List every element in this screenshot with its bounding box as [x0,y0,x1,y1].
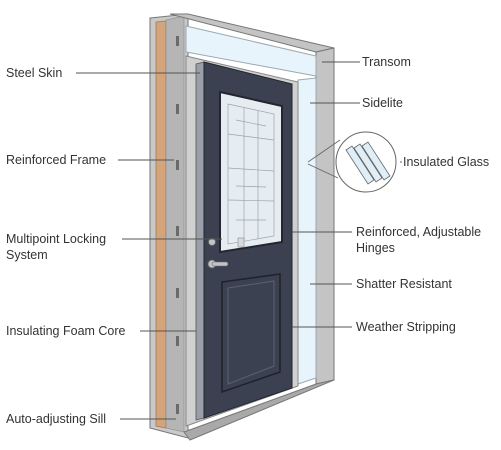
label-shatter-resistant: Shatter Resistant [356,277,452,291]
insulated-glass-callout [307,131,397,193]
label-transom: Transom [362,55,411,69]
door-lower-panel [221,273,281,394]
leader-lines [76,61,402,420]
label-sidelite: Sidelite [362,96,403,110]
label-insulated-glass: Insulated Glass [403,155,490,169]
label-weather-stripping: Weather Stripping [356,320,456,334]
glass-pattern [227,103,275,245]
transom-glass [185,25,317,77]
label-multipoint-locking-2: System [6,248,48,262]
frame-hinges [176,36,179,414]
label-hinges-1: Reinforced, Adjustable [356,225,482,239]
label-auto-adjusting-sill: Auto-adjusting Sill [6,412,107,426]
label-hinges-2: Hinges [356,241,395,255]
label-steel-skin: Steel Skin [6,66,63,80]
lockset [207,237,245,269]
door-glass-insert [219,90,283,254]
label-multipoint-locking-1: Multipoint Locking [6,232,107,246]
label-reinforced-frame: Reinforced Frame [6,153,107,167]
door-edge [195,61,205,421]
sidelite-glass [297,77,317,385]
label-insulating-foam-core: Insulating Foam Core [6,324,126,338]
